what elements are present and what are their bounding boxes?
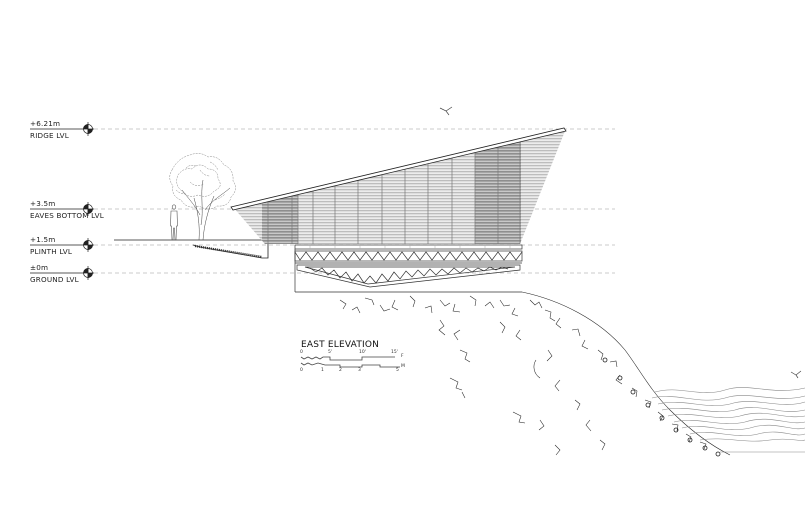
level-marker-plinth-icon <box>30 238 94 252</box>
level-marker-ridge-icon <box>30 122 94 136</box>
level-value: +3.5m <box>30 199 56 208</box>
level-name: GROUND LVL <box>30 275 79 284</box>
scale-imperial-unit: F <box>401 354 404 359</box>
level-name: PLINTH LVL <box>30 247 73 256</box>
scale-bar <box>300 356 400 368</box>
scale-imperial-15: 15' <box>391 350 398 355</box>
scale-imperial-0: 0 <box>300 350 303 355</box>
rock-cliff <box>339 291 731 457</box>
scale-metric-0: 0 <box>300 368 303 373</box>
level-marker-ground-icon <box>30 266 94 280</box>
truss-platform <box>294 244 523 293</box>
pavilion-cladding <box>233 131 565 244</box>
scale-metric-1: 1 <box>321 368 324 373</box>
scale-imperial-10: 10' <box>359 350 366 355</box>
level-value: +6.21m <box>30 119 61 128</box>
scale-metric-unit: M <box>401 364 405 369</box>
tree-icon <box>169 153 236 241</box>
scale-imperial-5: 5' <box>328 350 333 355</box>
sea-waves <box>651 387 806 453</box>
level-marker-eaves-icon <box>30 202 94 216</box>
drawing-title: EAST ELEVATION <box>301 340 380 350</box>
scale-metric-2: 2 <box>339 368 342 373</box>
level-value: +1.5m <box>30 235 56 244</box>
level-name: RIDGE LVL <box>30 131 69 140</box>
scale-metric-3: 3 <box>358 368 361 373</box>
bird-icon <box>439 106 802 379</box>
human-figure-icon <box>170 204 178 241</box>
level-value: ±0m <box>30 263 49 272</box>
scale-metric-5: 5 <box>396 368 399 373</box>
site-ground <box>114 239 269 259</box>
level-markers <box>30 122 94 280</box>
pavilion-roof <box>230 127 567 211</box>
level-name: EAVES BOTTOM LVL <box>30 211 104 220</box>
